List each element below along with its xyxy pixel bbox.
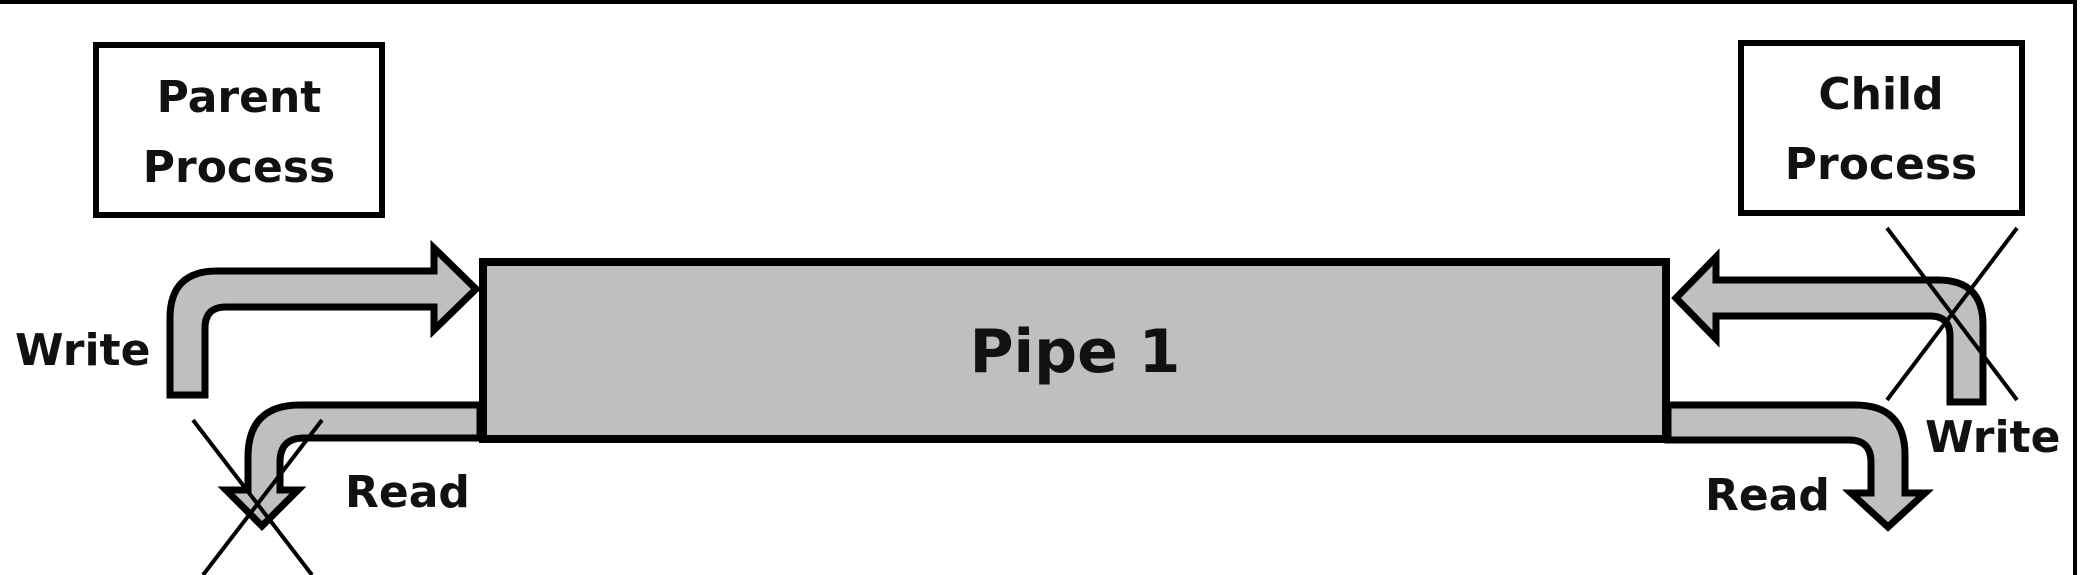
child-write-cross-icon: [1885, 226, 2019, 402]
child-write-label: Write: [1925, 412, 2060, 463]
child-process-box: Child Process: [1738, 40, 2025, 216]
child-process-label-line1: Child: [1818, 69, 1943, 120]
parent-process-box: Parent Process: [93, 42, 385, 218]
parent-process-label-line2: Process: [143, 142, 335, 193]
child-write-arrow: [1671, 248, 1987, 406]
parent-read-arrow: [217, 401, 484, 531]
parent-read-cross-icon: [191, 418, 324, 575]
parent-write-label: Write: [15, 325, 150, 376]
parent-read-label: Read: [345, 467, 470, 518]
parent-process-label-line1: Parent: [157, 72, 322, 123]
pipe-1: Pipe 1: [479, 258, 1670, 443]
child-process-label-line2: Process: [1785, 139, 1977, 190]
parent-write-arrow: [166, 239, 482, 399]
child-read-label: Read: [1705, 470, 1830, 521]
child-read-arrow: [1664, 401, 1934, 532]
pipe-label: Pipe 1: [970, 317, 1181, 387]
